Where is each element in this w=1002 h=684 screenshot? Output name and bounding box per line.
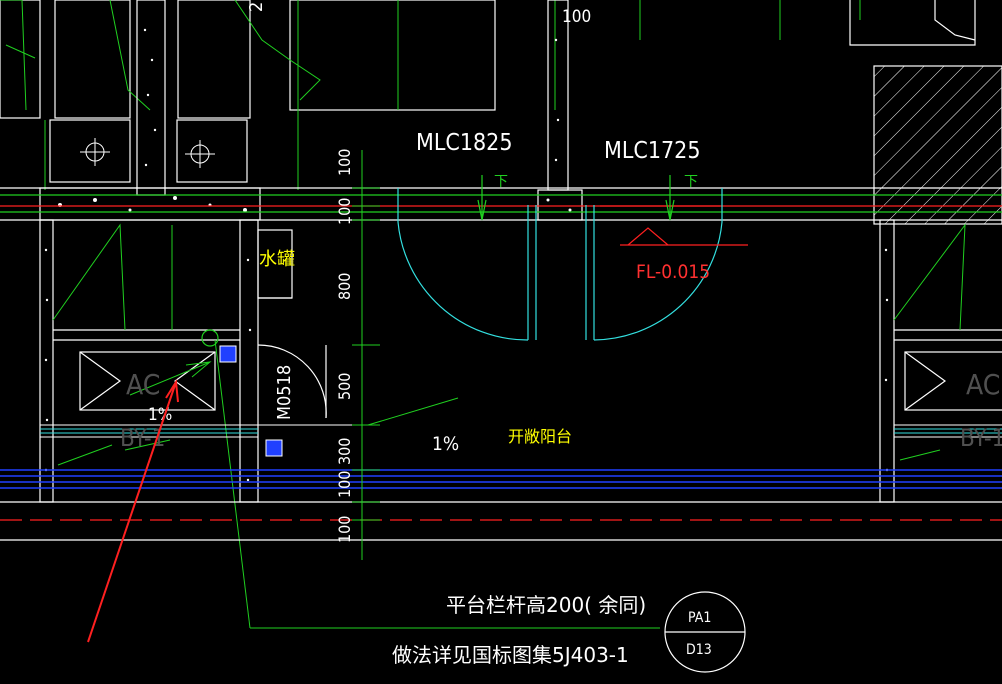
vertical-dimension-chain bbox=[352, 150, 380, 560]
down-mark-left: 下 bbox=[494, 174, 508, 190]
dim-value-6: 100 bbox=[335, 471, 354, 498]
down-arrow-left bbox=[477, 175, 487, 221]
pipe-marker-upper bbox=[219, 345, 237, 363]
label-ac-left: AC bbox=[126, 368, 160, 401]
dim-value-3: 800 bbox=[335, 273, 354, 300]
down-arrow-right bbox=[665, 175, 675, 221]
window-tag-mlc1825: MLC1825 bbox=[416, 130, 512, 156]
balcony-edge-lower bbox=[0, 501, 1002, 541]
concrete-columns bbox=[39, 0, 895, 503]
bubble-sheet-number: D13 bbox=[686, 642, 712, 658]
balcony-edge-blue bbox=[0, 469, 1002, 489]
note-standard-atlas: 做法详见国标图集5J403-1 bbox=[392, 643, 629, 667]
label-open-balcony: 开敞阳台 bbox=[508, 427, 572, 446]
railing-band bbox=[40, 424, 1002, 438]
hatched-structure bbox=[849, 0, 1002, 225]
window-tag-mlc1725: MLC1725 bbox=[604, 138, 700, 164]
dim-value-2: 100 bbox=[335, 198, 354, 225]
corner-digit: 2 bbox=[246, 2, 267, 12]
dim-value-5: 300 bbox=[335, 438, 354, 465]
left-room-green bbox=[52, 223, 660, 629]
floor-level-marker bbox=[600, 205, 748, 246]
label-ac-right: AC bbox=[966, 368, 1000, 401]
label-by-left: BY-1 bbox=[120, 424, 165, 452]
dim-value-7: 100 bbox=[335, 516, 354, 543]
upper-room-linework bbox=[0, 0, 496, 183]
label-slope-center: 1% bbox=[432, 433, 459, 455]
bubble-detail-number: PA1 bbox=[688, 610, 711, 626]
label-door-m0518: M0518 bbox=[274, 365, 295, 420]
upper-furniture-green bbox=[0, 0, 861, 190]
label-by-right: BY-1 bbox=[960, 424, 1002, 452]
left-room-interior bbox=[53, 229, 327, 419]
detail-index-bubble bbox=[664, 591, 746, 673]
small-crosshair-fixtures bbox=[80, 138, 215, 168]
dim-value-4: 500 bbox=[335, 373, 354, 400]
floor-level-text: FL-0.015 bbox=[636, 261, 710, 283]
dim-top-100: 100 bbox=[562, 7, 591, 27]
label-water-tank: 水罐 bbox=[259, 249, 295, 270]
down-mark-right: 下 bbox=[684, 174, 698, 190]
note-railing-height: 平台栏杆高200( 余同) bbox=[446, 593, 646, 617]
right-room-interior bbox=[894, 329, 1002, 411]
label-slope-left: 1% bbox=[148, 405, 172, 425]
dimension-values: 100 100 800 500 300 100 100 bbox=[335, 149, 354, 543]
window-wall-lines bbox=[0, 187, 1002, 221]
dim-value-1: 100 bbox=[335, 149, 354, 176]
red-annotation-arrow bbox=[87, 378, 179, 643]
right-room-green bbox=[893, 223, 966, 461]
pipe-marker-lower bbox=[265, 439, 283, 457]
window-swing-arcs bbox=[397, 188, 723, 341]
